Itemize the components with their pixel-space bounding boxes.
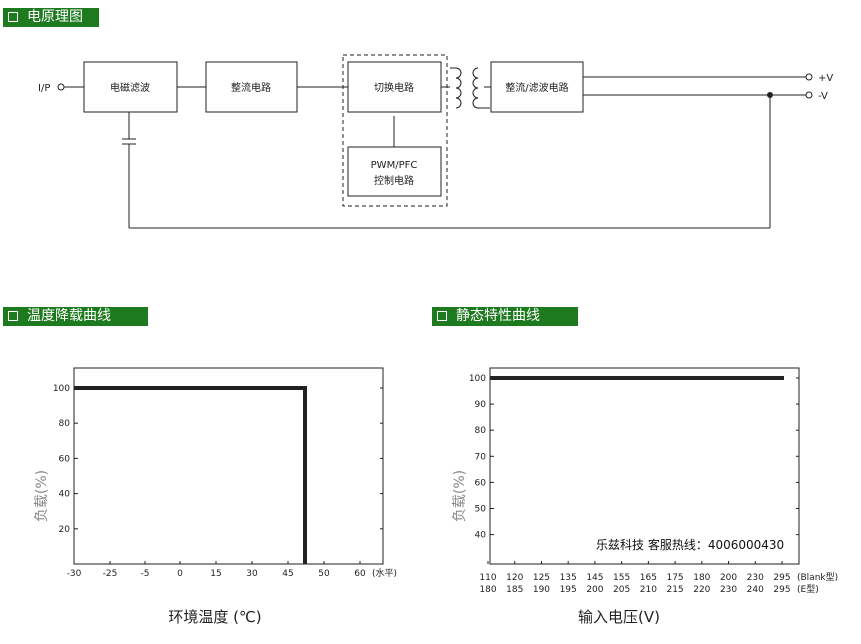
pwm-label-line2: 控制电路	[374, 174, 414, 187]
y-tick-label: 50	[475, 505, 487, 515]
y-tick-label: 100	[53, 384, 70, 394]
block-pwm-control	[347, 146, 442, 197]
x-tick-label: 45	[282, 569, 293, 579]
output-terminal-pos-icon	[805, 73, 813, 81]
y-tick-label: 80	[59, 419, 71, 429]
switching-label: 切换电路	[374, 81, 414, 94]
section-header-principle: 电原理图	[3, 8, 99, 27]
x-tick-label-row1: 110	[479, 573, 496, 583]
x-tick-label: 50	[318, 569, 330, 579]
square-bullet-icon	[8, 311, 18, 321]
x-tick-label-row1: 165	[640, 573, 657, 583]
section-header-temp-derating: 温度降载曲线	[3, 307, 148, 326]
x-tick-label-row1: 125	[533, 573, 550, 583]
y-tick-label: 40	[59, 490, 71, 500]
x-tick-label: -30	[67, 569, 82, 579]
x-tick-label-row1: 135	[560, 573, 577, 583]
x-tick-label-row2: 185	[506, 585, 523, 595]
dashed-enclosure	[342, 54, 448, 207]
x-tick-label: 60	[354, 569, 366, 579]
x-tick-label-row2: 190	[533, 585, 550, 595]
emi-filter-label: 电磁滤波	[110, 81, 150, 94]
y-tick-label: 70	[475, 452, 487, 462]
derating-series-line	[74, 386, 307, 564]
static-char-chart: 100 90 80 70 60 50 40 110 120 125 135 145 155 165 175…	[452, 367, 838, 626]
x-tick-label-row1: 175	[666, 573, 683, 583]
square-bullet-icon	[437, 311, 447, 321]
x-tick-label-row2: 215	[666, 585, 683, 595]
x-tick-label-row2: 195	[560, 585, 577, 595]
x-tick-label-row2: 240	[747, 585, 764, 595]
y-tick-label: 100	[469, 374, 486, 384]
x-tick-label-row2: 220	[693, 585, 710, 595]
input-terminal-icon	[57, 83, 65, 91]
x-tick-label-row1: 230	[747, 573, 764, 583]
x-axis-label: 环境温度 (℃)	[168, 608, 261, 626]
section-title: 静态特性曲线	[456, 308, 540, 324]
x-row1-note: (Blank型)	[797, 572, 838, 583]
block-output-rectifier	[490, 61, 584, 113]
x-tick-label: 30	[246, 569, 258, 579]
transformer-icon	[450, 67, 490, 109]
hotline-annotation: 乐兹科技 客服热线：4006000430	[596, 537, 784, 552]
output-terminal-neg-icon	[805, 91, 813, 99]
y-tick-label: 60	[475, 478, 487, 488]
output-rectifier-label: 整流/滤波电路	[505, 81, 568, 94]
y-tick-label: 80	[475, 426, 487, 436]
section-header-static-char: 静态特性曲线	[432, 307, 578, 326]
x-tick-label: -25	[103, 569, 118, 579]
plot-frame	[73, 367, 384, 565]
block-diagram: I/P 电磁滤波 整流电路 切换电路 PWM/PFC 控制电路 整流/滤波电路 …	[38, 54, 833, 229]
y-tick-label: 90	[475, 400, 487, 410]
x-unit-note: (水平)	[372, 567, 397, 579]
y-tick-label: 40	[475, 531, 487, 541]
x-tick-label-row1: 145	[586, 573, 603, 583]
x-tick-label: 0	[177, 569, 183, 579]
y-axis-label: 负载(%)	[452, 470, 468, 522]
output-pos-label: +V	[818, 73, 833, 84]
y-tick-label: 60	[59, 454, 71, 464]
output-neg-label: -V	[818, 91, 828, 102]
x-tick-label-row2: 180	[479, 585, 496, 595]
x-axis-label: 输入电压(V)	[578, 608, 660, 626]
input-label: I/P	[38, 83, 50, 94]
x-tick-label-row1: 120	[506, 573, 523, 583]
section-title: 温度降载曲线	[27, 308, 111, 324]
rectifier-label: 整流电路	[231, 81, 271, 94]
x-tick-label-row1: 200	[720, 573, 737, 583]
x-tick-label-row2: 200	[586, 585, 603, 595]
temp-derating-chart: 100 80 60 40 20 -30 -25 -5 0 15 30 45 50 60 (水平) 环境温…	[34, 367, 397, 626]
x-tick-label: -5	[141, 569, 150, 579]
section-title: 电原理图	[27, 9, 83, 25]
x-tick-label-row1: 155	[613, 573, 630, 583]
x-tick-label-row2: 205	[613, 585, 630, 595]
square-bullet-icon	[8, 12, 18, 22]
x-row2-note: (E型)	[797, 584, 819, 595]
x-tick-label: 15	[210, 569, 221, 579]
x-tick-label-row1: 180	[693, 573, 710, 583]
x-tick-label-row1: 295	[773, 573, 790, 583]
plot-frame	[489, 367, 800, 565]
y-axis-label: 负载(%)	[34, 470, 50, 522]
y-tick-label: 20	[59, 525, 71, 535]
x-tick-label-row2: 230	[720, 585, 737, 595]
x-tick-label-row2: 295	[773, 585, 790, 595]
x-tick-label-row2: 210	[640, 585, 657, 595]
pwm-label-line1: PWM/PFC	[371, 160, 418, 171]
